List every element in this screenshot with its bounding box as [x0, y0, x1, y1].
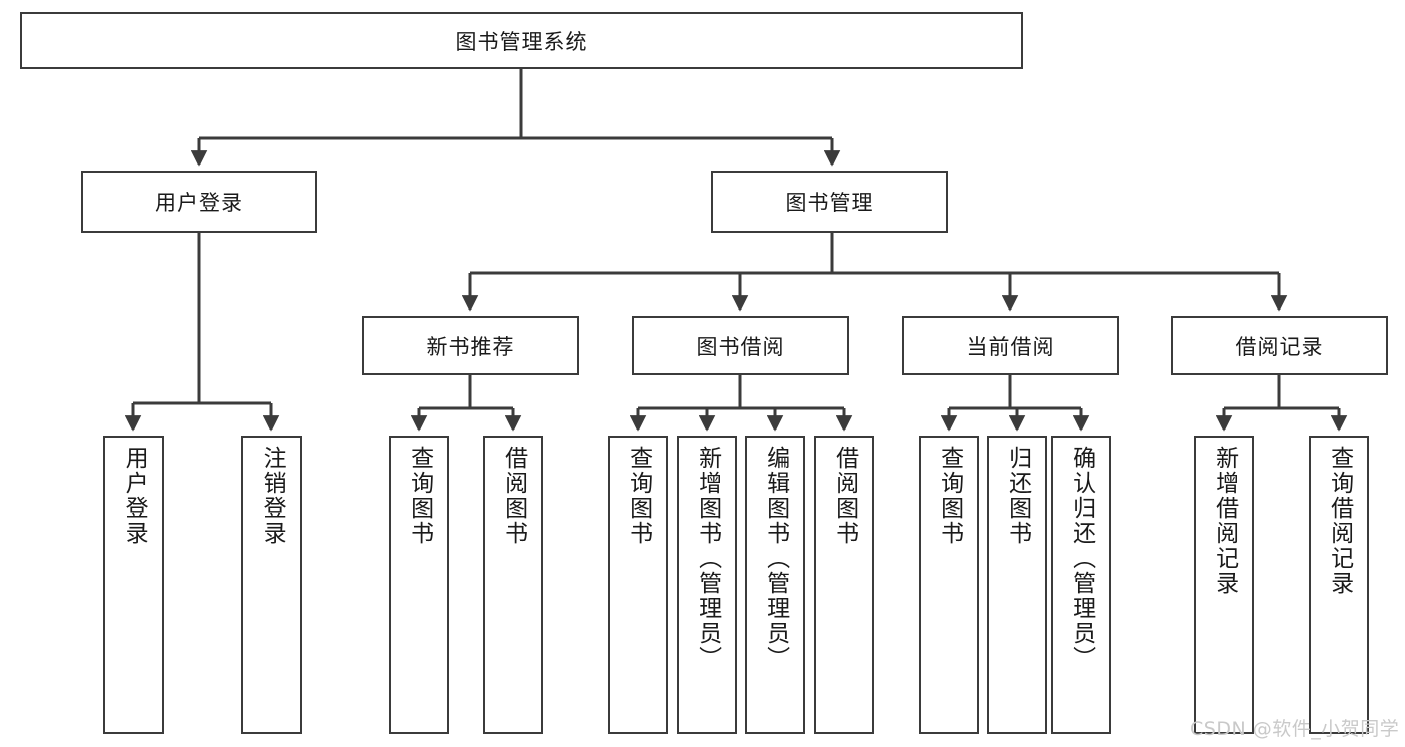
node-leaf-add-record[interactable]: 新增借阅记录 — [1194, 436, 1254, 734]
node-leaf-query-book-rec[interactable]: 查询图书 — [389, 436, 449, 734]
node-leaf-query-book-label: 查询图书 — [625, 446, 652, 546]
node-leaf-borrow-book-rec-label: 借阅图书 — [500, 446, 527, 546]
node-leaf-add-book[interactable]: 新增图书（管理员） — [677, 436, 737, 734]
node-current-borrow-label: 当前借阅 — [966, 334, 1055, 359]
node-leaf-confirm-return-label: 确认归还（管理员） — [1068, 446, 1095, 671]
node-user-login[interactable]: 用户登录 — [81, 171, 317, 233]
node-leaf-user-logout-label: 注销登录 — [259, 446, 286, 546]
node-leaf-query-book-cur[interactable]: 查询图书 — [919, 436, 979, 734]
node-leaf-query-book-cur-label: 查询图书 — [936, 446, 963, 546]
node-borrow-record[interactable]: 借阅记录 — [1171, 316, 1388, 375]
node-leaf-return-book[interactable]: 归还图书 — [987, 436, 1047, 734]
node-leaf-return-book-label: 归还图书 — [1004, 446, 1031, 546]
node-book-manage-label: 图书管理 — [785, 191, 874, 215]
node-book-borrow[interactable]: 图书借阅 — [632, 316, 849, 375]
node-borrow-record-label: 借阅记录 — [1235, 334, 1324, 359]
node-user-login-label: 用户登录 — [155, 191, 243, 215]
node-leaf-borrow-book-label: 借阅图书 — [831, 446, 858, 546]
node-leaf-user-login-label: 用户登录 — [121, 446, 148, 546]
node-leaf-edit-book-label: 编辑图书（管理员） — [762, 446, 789, 671]
node-leaf-add-book-label: 新增图书（管理员） — [694, 446, 721, 671]
node-leaf-query-book[interactable]: 查询图书 — [608, 436, 668, 734]
node-leaf-query-record[interactable]: 查询借阅记录 — [1309, 436, 1369, 734]
node-leaf-borrow-book[interactable]: 借阅图书 — [814, 436, 874, 734]
node-leaf-query-record-label: 查询借阅记录 — [1326, 446, 1353, 596]
node-leaf-user-logout[interactable]: 注销登录 — [241, 436, 302, 734]
watermark-text: CSDN @软件_小贺同学 — [1190, 718, 1400, 740]
node-book-borrow-label: 图书借阅 — [696, 334, 785, 359]
node-new-book-rec[interactable]: 新书推荐 — [362, 316, 579, 375]
node-leaf-add-record-label: 新增借阅记录 — [1211, 446, 1238, 596]
node-leaf-edit-book[interactable]: 编辑图书（管理员） — [745, 436, 805, 734]
node-leaf-query-book-rec-label: 查询图书 — [406, 446, 433, 546]
node-new-book-rec-label: 新书推荐 — [426, 334, 515, 359]
node-book-manage[interactable]: 图书管理 — [711, 171, 948, 233]
node-current-borrow[interactable]: 当前借阅 — [902, 316, 1119, 375]
node-leaf-confirm-return[interactable]: 确认归还（管理员） — [1051, 436, 1111, 734]
node-leaf-borrow-book-rec[interactable]: 借阅图书 — [483, 436, 543, 734]
node-leaf-user-login[interactable]: 用户登录 — [103, 436, 164, 734]
node-root[interactable]: 图书管理系统 — [20, 12, 1023, 69]
node-root-label: 图书管理系统 — [455, 29, 588, 54]
